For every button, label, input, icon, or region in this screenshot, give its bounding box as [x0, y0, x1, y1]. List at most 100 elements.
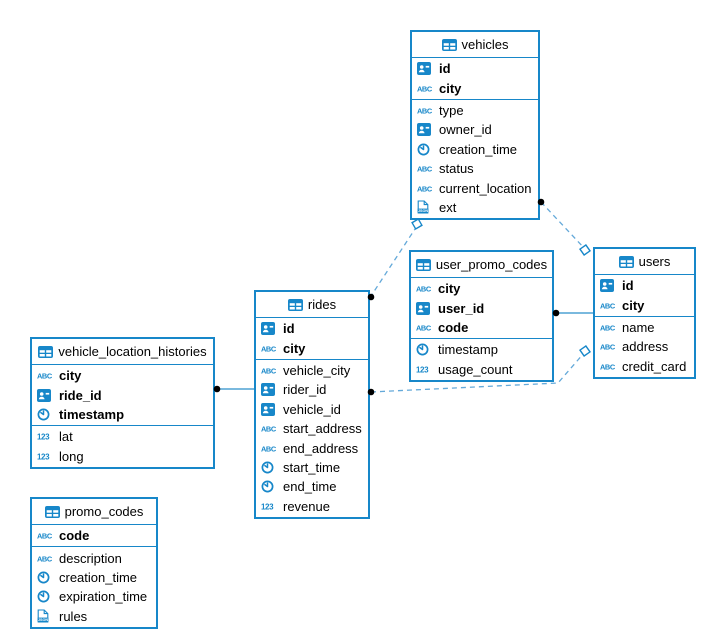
field-row-owner_id[interactable]: owner_id	[412, 120, 538, 139]
svg-text:ABC: ABC	[600, 324, 616, 332]
field-label: long	[59, 448, 84, 464]
field-row-city[interactable]: ABC city	[595, 295, 694, 314]
field-label: user_id	[438, 300, 485, 316]
field-row-start_time[interactable]: start_time	[256, 458, 368, 477]
field-label: creation_time	[439, 141, 518, 157]
table-icon	[44, 505, 60, 518]
svg-text:123: 123	[261, 502, 274, 510]
field-row-creation_time[interactable]: creation_time	[412, 140, 538, 159]
relationship-vehicles-users[interactable]	[540, 201, 586, 250]
field-label: id	[439, 61, 451, 77]
field-row-creation_time[interactable]: creation_time	[32, 568, 156, 587]
field-label: ride_id	[59, 387, 102, 403]
field-row-name[interactable]: ABC name	[595, 318, 694, 337]
field-label: end_address	[283, 440, 359, 456]
id-badge-icon	[417, 62, 435, 76]
field-row-id[interactable]: id	[595, 276, 694, 295]
text-type-icon: ABC	[37, 531, 55, 540]
field-row-user_id[interactable]: user_id	[411, 298, 552, 317]
number-type-icon: 123	[37, 452, 55, 460]
svg-text:123: 123	[37, 433, 50, 441]
svg-text:ABC: ABC	[37, 372, 53, 380]
field-row-rider_id[interactable]: rider_id	[256, 380, 368, 399]
field-label: rider_id	[283, 382, 327, 398]
field-row-id[interactable]: id	[256, 319, 368, 338]
table-title: promo_codes	[64, 504, 144, 519]
table-icon	[441, 38, 457, 51]
table-header-user_promo_codes[interactable]: user_promo_codes	[411, 252, 552, 278]
field-row-vehicle_id[interactable]: vehicle_id	[256, 400, 368, 419]
primary-key-section: ABC code	[32, 525, 156, 548]
field-row-long[interactable]: 123 long	[32, 447, 213, 466]
field-row-id[interactable]: id	[412, 59, 538, 78]
field-label: city	[622, 297, 645, 313]
text-type-icon: ABC	[600, 301, 618, 309]
clock-icon	[261, 480, 279, 493]
field-row-type[interactable]: ABC type	[412, 101, 538, 120]
text-type-icon: ABC	[417, 106, 435, 115]
field-label: end_time	[283, 479, 337, 495]
table-header-promo_codes[interactable]: promo_codes	[32, 499, 156, 525]
field-row-end_time[interactable]: end_time	[256, 477, 368, 496]
field-label: name	[622, 319, 655, 335]
clock-icon	[37, 571, 55, 584]
table-header-users[interactable]: users	[595, 249, 694, 275]
text-type-icon: ABC	[600, 362, 618, 370]
field-label: description	[59, 550, 122, 566]
table-title: rides	[307, 297, 337, 312]
svg-text:ABC: ABC	[37, 532, 53, 540]
table-title: user_promo_codes	[435, 257, 548, 272]
field-row-code[interactable]: ABC code	[32, 526, 156, 545]
connector-diamond-marker	[579, 345, 591, 357]
field-row-expiration_time[interactable]: expiration_time	[32, 587, 156, 606]
field-row-ride_id[interactable]: ride_id	[32, 385, 213, 404]
field-label: rules	[59, 608, 88, 624]
table-header-vehicles[interactable]: vehicles	[412, 32, 538, 58]
svg-text:123: 123	[37, 452, 50, 460]
table-header-vehicle_location_histories[interactable]: vehicle_location_histories	[32, 339, 213, 365]
text-type-icon: ABC	[37, 371, 55, 380]
field-label: creation_time	[59, 569, 138, 585]
connector-diamond-marker	[579, 244, 591, 256]
field-row-timestamp[interactable]: timestamp	[32, 405, 213, 424]
field-label: ext	[439, 199, 457, 215]
field-label: id	[283, 321, 295, 337]
table-header-rides[interactable]: rides	[256, 292, 368, 318]
field-label: expiration_time	[59, 589, 148, 605]
clock-icon	[417, 143, 435, 156]
text-type-icon: ABC	[600, 342, 618, 351]
field-label: type	[439, 102, 464, 118]
field-row-timestamp[interactable]: timestamp	[411, 340, 552, 359]
field-label: code	[59, 528, 90, 544]
clock-icon	[37, 408, 55, 421]
text-type-icon: ABC	[417, 84, 435, 92]
